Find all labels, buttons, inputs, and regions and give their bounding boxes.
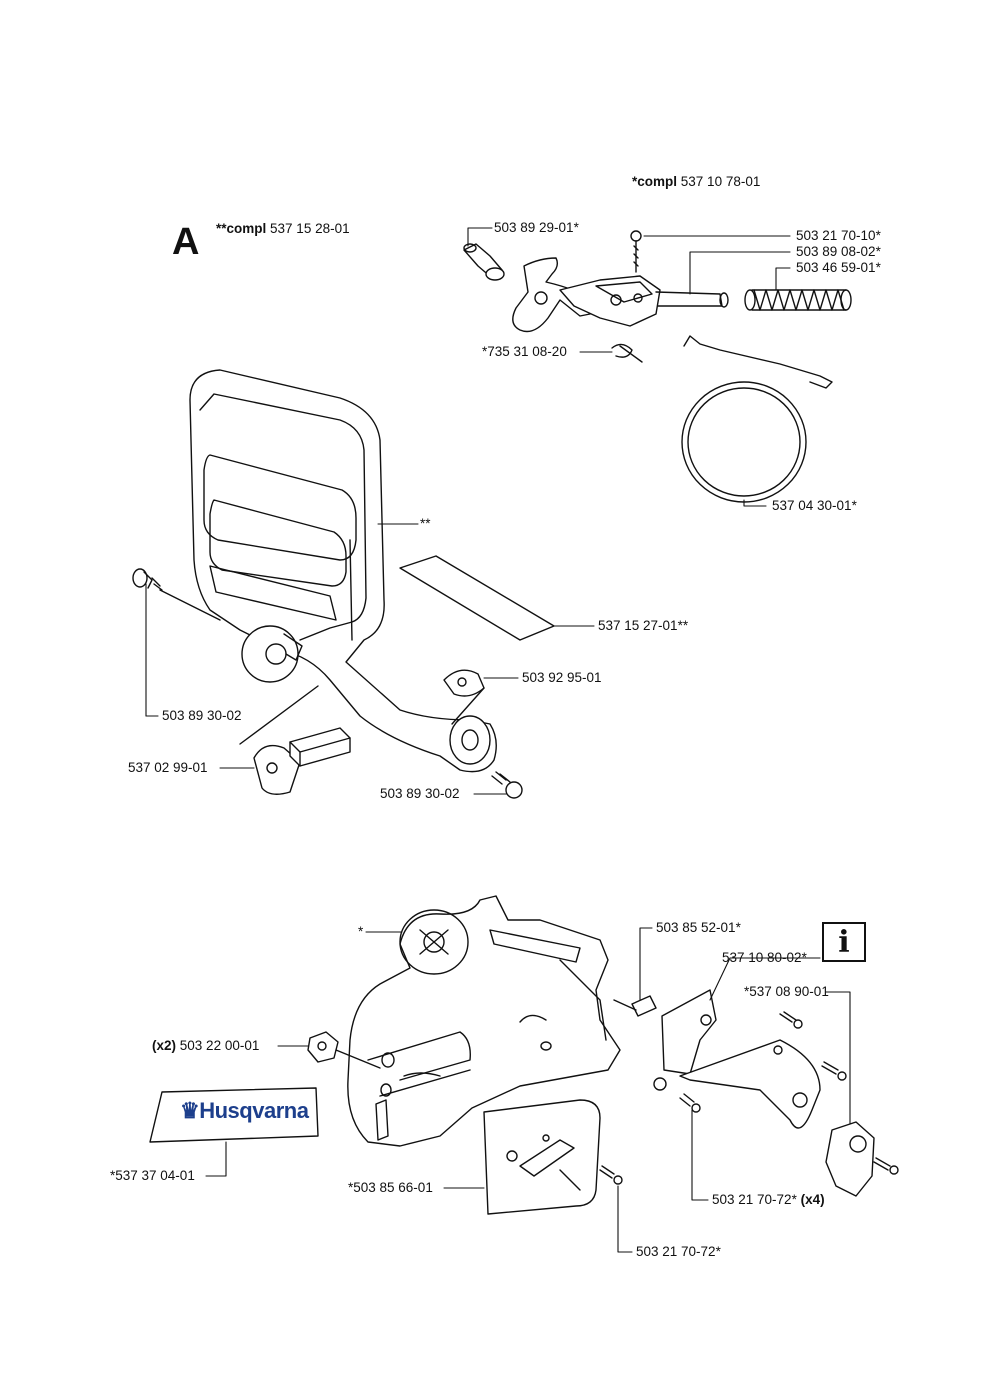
husqvarna-logo-text: Husqvarna: [199, 1098, 309, 1123]
label-star-star: **: [420, 516, 431, 531]
label-503856601: *503 85 66-01: [348, 1180, 433, 1195]
brake-lever-assembly: [463, 230, 852, 503]
label-503893002-right: 503 89 30-02: [380, 786, 460, 801]
hand-guard: [132, 369, 555, 799]
label-537089001: *537 08 90-01: [744, 984, 829, 999]
label-503217010: 503 21 70-10*: [796, 228, 881, 243]
label-735310820: *735 31 08-20: [482, 344, 567, 359]
section-a-letter: A: [172, 221, 200, 263]
label-537370401: *537 37 04-01: [110, 1168, 195, 1183]
label-503217072-x4: 503 21 70-72* (x4): [712, 1192, 825, 1208]
label-503892901: 503 89 29-01*: [494, 220, 579, 235]
label-537029901: 537 02 99-01: [128, 760, 208, 775]
label-503929501: 503 92 95-01: [522, 670, 602, 685]
husqvarna-crown-logo-icon: ♛: [180, 1098, 200, 1123]
husqvarna-logo: ♛Husqvarna: [180, 1098, 309, 1124]
clutch-cover: [307, 895, 899, 1215]
label-503217072: 503 21 70-72*: [636, 1244, 721, 1259]
brake-compl-number: 537 10 78-01: [680, 174, 761, 189]
label-503217072-x4-number: 503 21 70-72*: [712, 1192, 797, 1207]
label-503465901: 503 46 59-01*: [796, 260, 881, 275]
label-503220001: (x2) 503 22 00-01: [152, 1038, 259, 1054]
label-x2-prefix: (x2): [152, 1038, 177, 1053]
label-star: *: [358, 924, 364, 939]
brake-compl-prefix: *compl: [632, 174, 678, 189]
label-503220001-number: 503 22 00-01: [179, 1038, 260, 1053]
section-a-compl: **compl 537 15 28-01: [216, 221, 350, 237]
spring: [744, 289, 852, 311]
label-537043001: 537 04 30-01*: [772, 498, 857, 513]
label-537152701: 537 15 27-01**: [598, 618, 689, 633]
label-x4-suffix: (x4): [800, 1192, 825, 1207]
section-a-compl-prefix: **compl: [216, 221, 267, 236]
label-537108002: 537 10 80-02*: [722, 950, 807, 965]
label-503893002-left: 503 89 30-02: [162, 708, 242, 723]
label-503890802: 503 89 08-02*: [796, 244, 881, 259]
logo-decal: [149, 1087, 319, 1143]
leader-lines: [145, 227, 851, 1253]
brake-compl: *compl 537 10 78-01: [632, 174, 760, 190]
wrench-tool-icon: i: [822, 922, 866, 962]
label-503855201: 503 85 52-01*: [656, 920, 741, 935]
section-a-compl-number: 537 15 28-01: [270, 221, 350, 236]
